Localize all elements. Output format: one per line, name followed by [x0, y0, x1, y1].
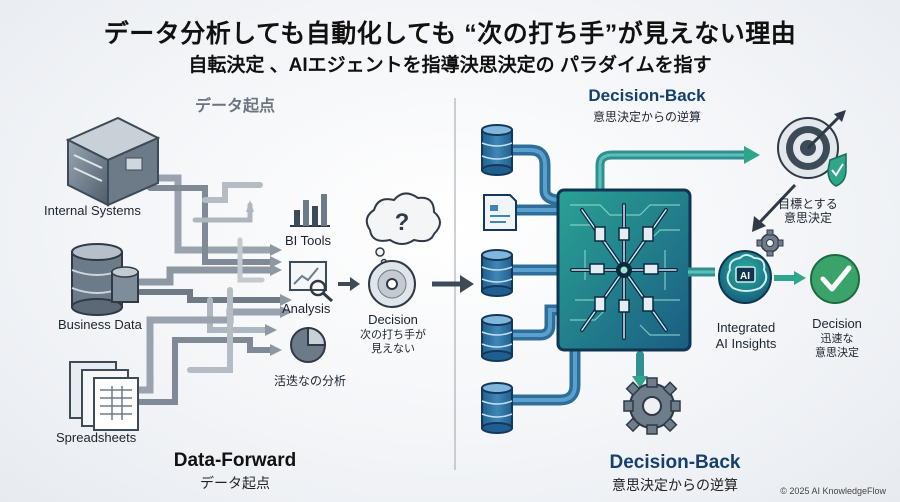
target-to-ai-arrow: [752, 183, 797, 232]
data-forward-heading: データ起点: [195, 98, 276, 115]
pie-chart-icon: [290, 326, 327, 363]
decision-block-left: Decision 次の打ち手が 見えない: [352, 312, 434, 356]
decision-back-footer-sub: 意思決定からの逆算: [612, 477, 738, 493]
data-forward-footer: Data-Forward データ起点: [150, 450, 320, 493]
flow-arrowheads-left: [246, 200, 292, 356]
to-target-arrowhead: [744, 146, 760, 164]
decision-label-left: Decision: [368, 312, 418, 327]
decision-right-line2: 意思決定: [815, 347, 859, 359]
svg-text:?: ?: [395, 209, 410, 236]
ai-label-line1: Integrated: [716, 320, 776, 335]
decision-back-heading-sub: 意思決定からの逆算: [592, 110, 701, 124]
server-icon: [65, 116, 161, 207]
tool-label-bi-tools: BI Tools: [285, 233, 332, 248]
source-label-spreadsheets: Spreadsheets: [56, 430, 137, 445]
database-icon-right-4: [481, 382, 513, 434]
decision-note-line1: 次の打ち手が: [360, 329, 426, 341]
decision-label-right: Decision: [812, 316, 862, 331]
decision-right-line1: 迅速な: [820, 333, 854, 345]
decision-back-footer-title: Decision-Back: [609, 452, 741, 473]
tool-label-pie: 活迭なの分析: [274, 374, 347, 388]
copyright-text: © 2025 AI KnowledgeFlow: [780, 486, 886, 496]
decision-note-line2: 見えない: [371, 343, 415, 355]
target-label-line2: 意思決定: [783, 211, 832, 225]
decision-back-pipes: [504, 144, 750, 406]
check-icon: [810, 254, 860, 304]
transition-arrow: [432, 275, 474, 293]
magnifier-chart-icon: [289, 261, 333, 303]
disc-icon: [368, 260, 416, 308]
database-icon-right-2: [481, 249, 513, 297]
page-title: データ分析しても自動化しても “次の打ち手”が見えない理由: [103, 20, 797, 48]
target-label-block: 目標とする 意思決定: [768, 197, 848, 225]
source-label-internal-systems: Internal Systems: [44, 203, 141, 218]
to-gear-arrowhead: [632, 376, 648, 388]
page-subtitle: 自転決定 、AIエジェントを指導決思決定の パラダイムを指す: [188, 55, 712, 76]
document-icon: [483, 194, 517, 231]
decision-back-heading: Decision-Back: [588, 86, 706, 105]
ai-label-block: Integrated AI Insights: [700, 320, 792, 352]
spreadsheet-icon: [69, 361, 139, 431]
ai-badge: AI: [740, 271, 750, 282]
target-icon: [777, 110, 847, 187]
analysis-to-decision-arrow: [338, 277, 360, 291]
source-label-business-data: Business Data: [58, 317, 142, 332]
database-icon-right-1: [481, 124, 513, 176]
question-cloud-icon: ?: [365, 192, 441, 266]
tool-label-analysis: Analysis: [282, 301, 331, 316]
target-label-line1: 目標とする: [778, 197, 838, 211]
database-icon-right-3: [481, 314, 513, 362]
ai-to-decision-arrow: [774, 271, 806, 285]
circuit-chip-icon: [556, 188, 692, 352]
decision-back-heading-block: Decision-Back 意思決定からの逆算: [562, 86, 732, 125]
database-icon-left: [71, 243, 139, 316]
bar-chart-icon: [290, 194, 330, 227]
decision-block-right: Decision 迅速な 意思決定: [798, 316, 876, 360]
small-gear-icon: [756, 229, 784, 257]
gear-icon: [623, 377, 681, 435]
decision-back-footer: Decision-Back 意思決定からの逆算: [585, 452, 765, 495]
ai-label-line2: AI Insights: [715, 336, 777, 351]
data-forward-flows: [126, 174, 284, 405]
data-forward-title: Data-Forward: [173, 450, 297, 471]
data-forward-subtitle: データ起点: [200, 475, 270, 491]
ai-brain-icon: AI: [718, 250, 772, 304]
